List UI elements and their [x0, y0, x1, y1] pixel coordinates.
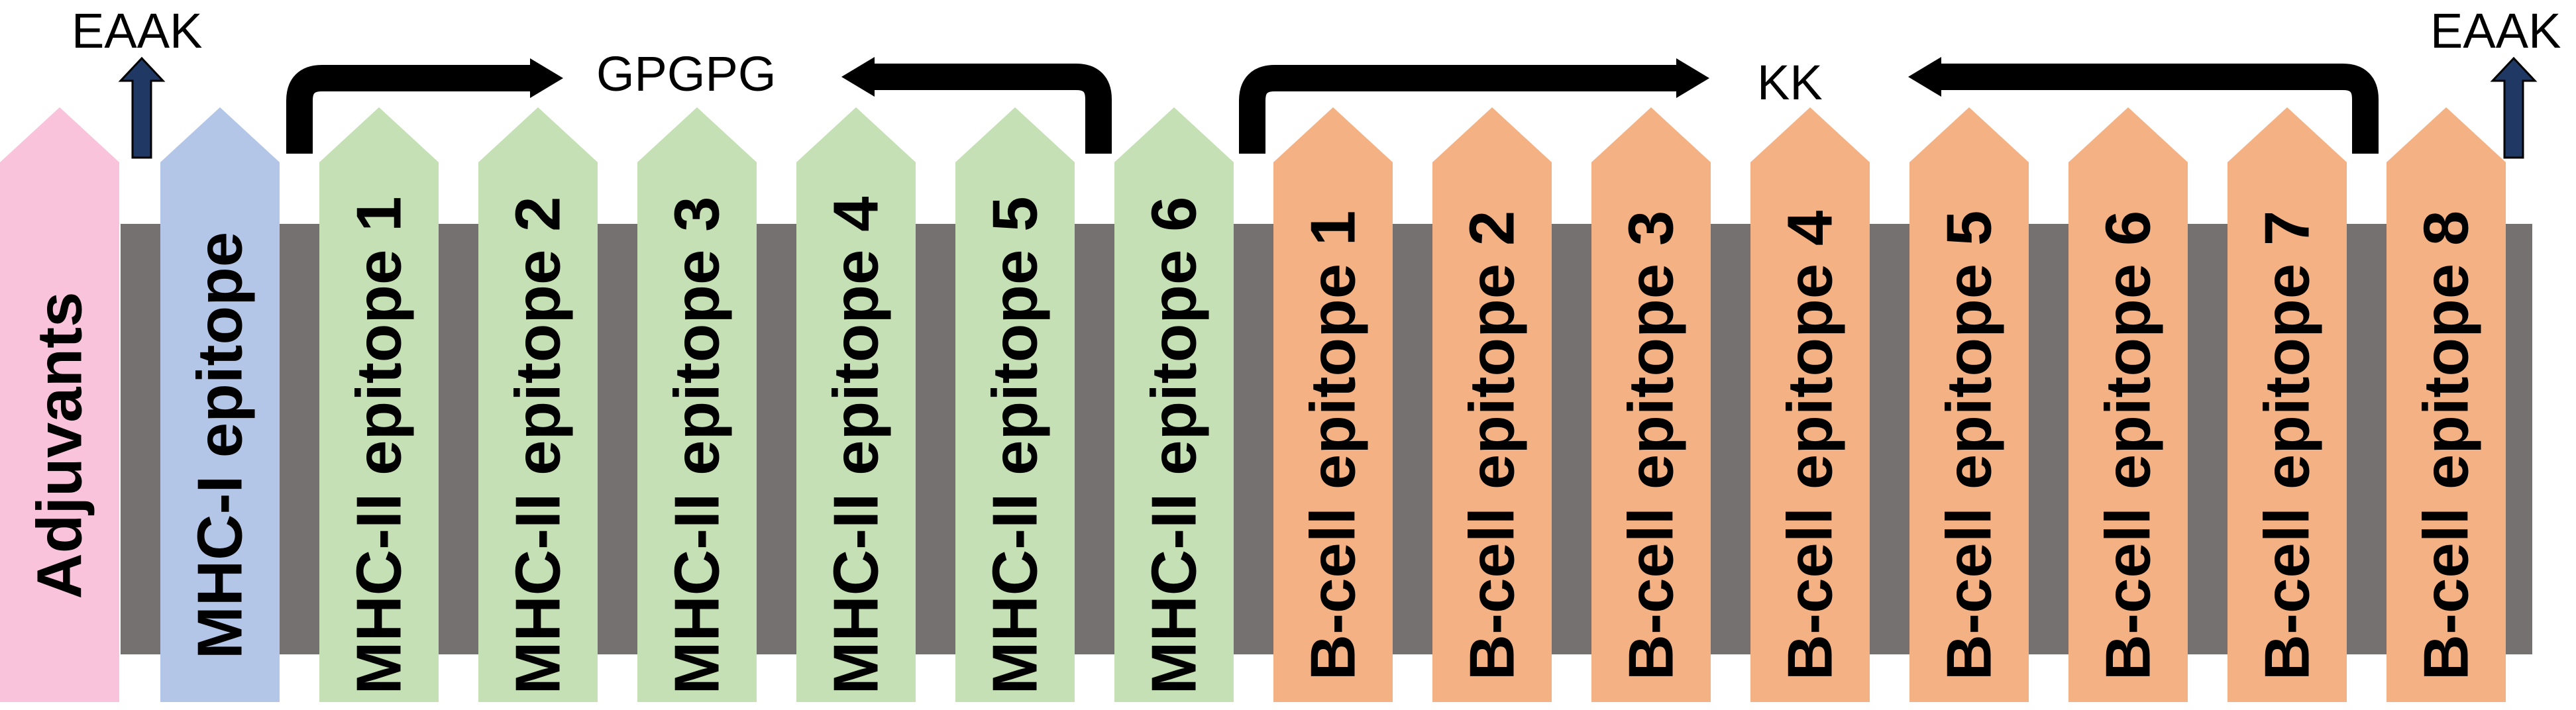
segment-label: MHC-II epitope 4	[821, 196, 892, 694]
segment-arrow-shape	[1591, 107, 1711, 702]
segment-arrow-shape	[1750, 107, 1870, 702]
epitope-segment-13: B-cell epitope 5	[1909, 107, 2029, 702]
segment-label: MHC-I epitope	[185, 232, 256, 659]
bent-arrow-shaft	[286, 65, 530, 154]
eaak-left-linker-label: EAAK	[72, 3, 202, 58]
segment-arrow-shape	[1432, 107, 1552, 702]
segment-arrow-shape	[2068, 107, 2188, 702]
bent-arrow-head	[1908, 57, 1941, 97]
kk-left-arrow	[1908, 57, 2379, 154]
bent-arrow-shaft	[1941, 64, 2379, 154]
segment-label: MHC-II epitope 5	[980, 196, 1051, 694]
segment-arrow-shape	[955, 107, 1075, 702]
segment-arrow-shape	[637, 107, 757, 702]
segment-arrow-shape	[1909, 107, 2029, 702]
epitope-segment-10: B-cell epitope 2	[1432, 107, 1552, 702]
segment-label: MHC-II epitope 6	[1139, 196, 1210, 694]
segment-arrow-shape	[2387, 107, 2506, 702]
segment-label: B-cell epitope 4	[1775, 211, 1846, 681]
bent-arrow-shaft	[875, 64, 1112, 154]
epitope-segment-12: B-cell epitope 4	[1750, 107, 1870, 702]
kk-right-arrow	[1239, 58, 1709, 154]
epitope-segment-7: MHC-II epitope 5	[955, 107, 1075, 702]
epitope-segment-8: MHC-II epitope 6	[1114, 107, 1234, 702]
gpgpg-right-arrow	[286, 58, 563, 154]
kk-linker-label: KK	[1757, 55, 1823, 110]
epitope-segment-14: B-cell epitope 6	[2068, 107, 2188, 702]
eaak-right-linker-label: EAAK	[2430, 3, 2561, 58]
segment-label: B-cell epitope 3	[1616, 211, 1687, 681]
segment-arrow-shape	[1114, 107, 1234, 702]
epitope-segment-1: Adjuvants	[0, 107, 119, 702]
bent-arrow-head	[841, 57, 875, 97]
gpgpg-linker-label: GPGPG	[596, 46, 776, 101]
gpgpg-left-arrow	[841, 57, 1112, 154]
bent-arrow-shaft	[1239, 65, 1676, 154]
epitope-segment-5: MHC-II epitope 3	[637, 107, 757, 702]
segment-arrow-shape	[160, 107, 280, 702]
segment-label: MHC-II epitope 1	[344, 196, 415, 694]
segment-label: Adjuvants	[25, 291, 95, 599]
segment-label: B-cell epitope 7	[2252, 211, 2323, 681]
segment-label: B-cell epitope 8	[2411, 211, 2482, 681]
segment-label: B-cell epitope 6	[2093, 211, 2164, 681]
segment-arrow-shape	[319, 107, 439, 702]
epitope-segment-16: B-cell epitope 8	[2387, 107, 2506, 702]
epitope-segment-2: MHC-I epitope	[160, 107, 280, 702]
segment-arrow-shape	[0, 107, 119, 702]
eaak-right-up-arrow-icon	[2490, 56, 2538, 159]
epitope-segment-3: MHC-II epitope 1	[319, 107, 439, 702]
bent-arrow-head	[530, 58, 563, 98]
segment-arrow-shape	[796, 107, 916, 702]
epitope-segment-9: B-cell epitope 1	[1273, 107, 1393, 702]
segment-label: B-cell epitope 5	[1934, 211, 2005, 681]
segment-arrow-shape	[2227, 107, 2347, 702]
eaak-left-up-arrow-icon	[118, 56, 166, 159]
epitope-segment-11: B-cell epitope 3	[1591, 107, 1711, 702]
segment-arrow-shape	[478, 107, 598, 702]
epitope-segment-6: MHC-II epitope 4	[796, 107, 916, 702]
segment-label: MHC-II epitope 2	[503, 196, 574, 694]
segment-label: B-cell epitope 1	[1298, 211, 1369, 681]
epitope-segment-4: MHC-II epitope 2	[478, 107, 598, 702]
bent-arrow-head	[1676, 58, 1709, 98]
segment-arrow-shape	[1273, 107, 1393, 702]
segment-label: B-cell epitope 2	[1457, 211, 1528, 681]
epitope-segment-15: B-cell epitope 7	[2227, 107, 2347, 702]
segment-label: MHC-II epitope 3	[662, 196, 733, 694]
